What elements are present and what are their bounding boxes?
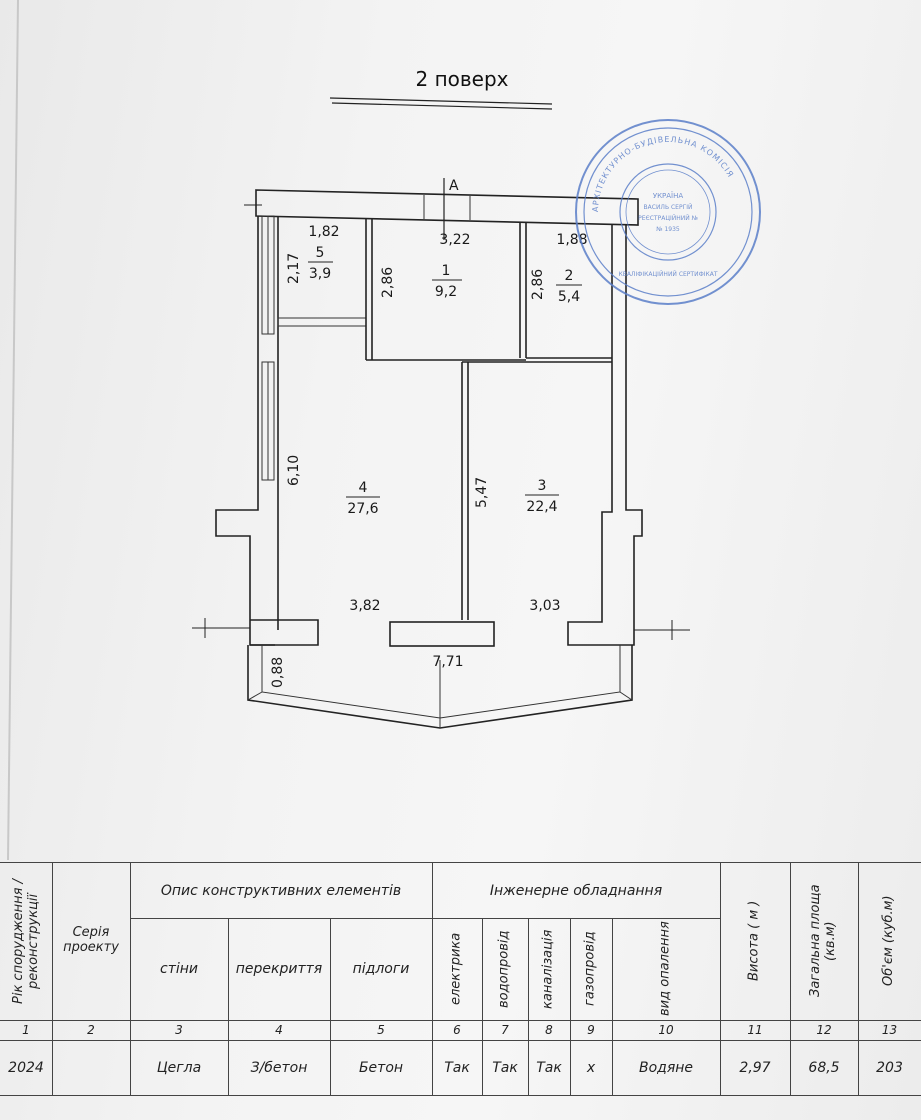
svg-text:27,6: 27,6 bbox=[347, 501, 378, 517]
dim-r5-height: 2,17 bbox=[286, 253, 302, 284]
col-number: 8 bbox=[545, 1023, 553, 1038]
cell-area: 68,5 bbox=[808, 1059, 840, 1076]
col-number: 13 bbox=[881, 1023, 898, 1038]
svg-text:АРХІТЕКТУРНО-БУДІВЕЛЬНА КОМІСІ: АРХІТЕКТУРНО-БУДІВЕЛЬНА КОМІСІЯ bbox=[591, 135, 735, 212]
header-floor-slab: перекриття bbox=[235, 960, 323, 977]
col-number: 5 bbox=[377, 1023, 385, 1038]
svg-text:2: 2 bbox=[565, 268, 574, 284]
room-5-label: 5 3,9 bbox=[308, 245, 333, 282]
col-number: 1 bbox=[22, 1023, 30, 1038]
svg-text:9,2: 9,2 bbox=[435, 284, 457, 300]
floor-plan: 2 поверх A bbox=[7, 0, 761, 860]
dim-r3-height: 5,47 bbox=[474, 477, 490, 508]
svg-text:22,4: 22,4 bbox=[526, 499, 557, 515]
header-gas: газопровід bbox=[582, 931, 598, 1007]
header-sewer: каналізація bbox=[540, 929, 556, 1009]
internal-walls bbox=[277, 218, 612, 647]
col-number: 11 bbox=[747, 1023, 763, 1038]
dim-balcony-height: 0,88 bbox=[270, 657, 286, 688]
balcony bbox=[247, 645, 633, 729]
title-underline-2 bbox=[331, 102, 553, 110]
header-height: Висота ( м ) bbox=[746, 900, 762, 982]
header-series: Серія проекту bbox=[63, 925, 119, 955]
floor-title: 2 поверх bbox=[415, 67, 508, 91]
col-number: 12 bbox=[816, 1023, 832, 1038]
cell-floors: Бетон bbox=[358, 1059, 404, 1076]
page-edge-line bbox=[7, 0, 19, 860]
dim-r1-width: 3,22 bbox=[439, 232, 470, 248]
dim-r4-height: 6,10 bbox=[286, 455, 302, 486]
left-wall bbox=[192, 215, 319, 646]
cell-series bbox=[52, 1042, 130, 1094]
axis-mark: A bbox=[449, 178, 459, 194]
col-number: 7 bbox=[501, 1023, 509, 1038]
dim-r5-width: 1,82 bbox=[308, 224, 339, 240]
cell-gas: х bbox=[586, 1059, 596, 1076]
room-4-label: 4 27,6 bbox=[346, 480, 380, 517]
svg-text:КВАЛІФІКАЦІЙНИЙ СЕРТИФІКАТ: КВАЛІФІКАЦІЙНИЙ СЕРТИФІКАТ bbox=[618, 271, 717, 278]
dim-r1-height: 2,86 bbox=[380, 267, 396, 298]
header-construct: Опис конструктивних елементів bbox=[160, 882, 402, 899]
col-number: 10 bbox=[658, 1023, 674, 1038]
title-underline-1 bbox=[329, 97, 553, 105]
header-volume: Об'єм (куб.м) bbox=[881, 895, 897, 987]
svg-text:5,4: 5,4 bbox=[558, 289, 580, 305]
cell-electric: Так bbox=[444, 1059, 470, 1076]
cell-year: 2024 bbox=[8, 1059, 44, 1076]
cell-walls: Цегла bbox=[156, 1059, 202, 1076]
svg-text:РЕЄСТРАЦІЙНИЙ №: РЕЄСТРАЦІЙНИЙ № bbox=[638, 215, 698, 222]
cell-water: Так bbox=[492, 1059, 518, 1076]
col-number: 9 bbox=[587, 1023, 595, 1038]
dim-r2-height: 2,86 bbox=[530, 269, 546, 300]
header-water: водопровід bbox=[496, 930, 512, 1008]
header-year: Рік спорудження / реконструкції bbox=[11, 878, 41, 1004]
svg-text:5: 5 bbox=[316, 245, 325, 261]
header-engineering: Інженерне обладнання bbox=[489, 882, 663, 899]
cell-heating: Водяне bbox=[638, 1059, 694, 1076]
room-1-label: 1 9,2 bbox=[432, 263, 462, 300]
cell-volume: 203 bbox=[876, 1059, 903, 1076]
cell-floor-slab: З/бетон bbox=[250, 1059, 308, 1076]
official-stamp-seal: АРХІТЕКТУРНО-БУДІВЕЛЬНА КОМІСІЯ УКРАЇНА … bbox=[575, 119, 761, 305]
svg-text:3,9: 3,9 bbox=[309, 266, 331, 282]
svg-text:ВАСИЛЬ СЕРГІЙ: ВАСИЛЬ СЕРГІЙ bbox=[644, 204, 693, 211]
col-number: 2 bbox=[87, 1023, 95, 1038]
top-wall: A bbox=[244, 178, 639, 240]
dim-r3-width: 3,03 bbox=[529, 598, 560, 614]
header-area: Загальна площа (кв.м) bbox=[808, 884, 838, 998]
dim-balcony-width: 7,71 bbox=[432, 654, 463, 670]
cell-height: 2,97 bbox=[739, 1059, 771, 1076]
col-number: 4 bbox=[275, 1023, 283, 1038]
svg-text:УКРАЇНА: УКРАЇНА bbox=[653, 191, 684, 200]
svg-text:1: 1 bbox=[442, 263, 451, 279]
technical-table: Рік спорудження / реконструкції Серія пр… bbox=[0, 860, 921, 1120]
svg-text:№ 1935: № 1935 bbox=[656, 226, 680, 233]
header-walls: стіни bbox=[160, 960, 198, 977]
header-floors: підлоги bbox=[352, 960, 410, 977]
cell-sewer: Так bbox=[536, 1059, 562, 1076]
col-number: 3 bbox=[175, 1023, 183, 1038]
col-number: 6 bbox=[453, 1023, 461, 1038]
svg-text:4: 4 bbox=[359, 480, 368, 496]
room-3-label: 3 22,4 bbox=[525, 478, 559, 515]
header-electric: електрика bbox=[448, 932, 464, 1006]
dim-r4-width: 3,82 bbox=[349, 598, 380, 614]
header-heating: вид опалення bbox=[657, 921, 673, 1017]
right-wall bbox=[567, 225, 690, 646]
room-2-label: 2 5,4 bbox=[556, 268, 582, 305]
svg-text:3: 3 bbox=[538, 478, 547, 494]
